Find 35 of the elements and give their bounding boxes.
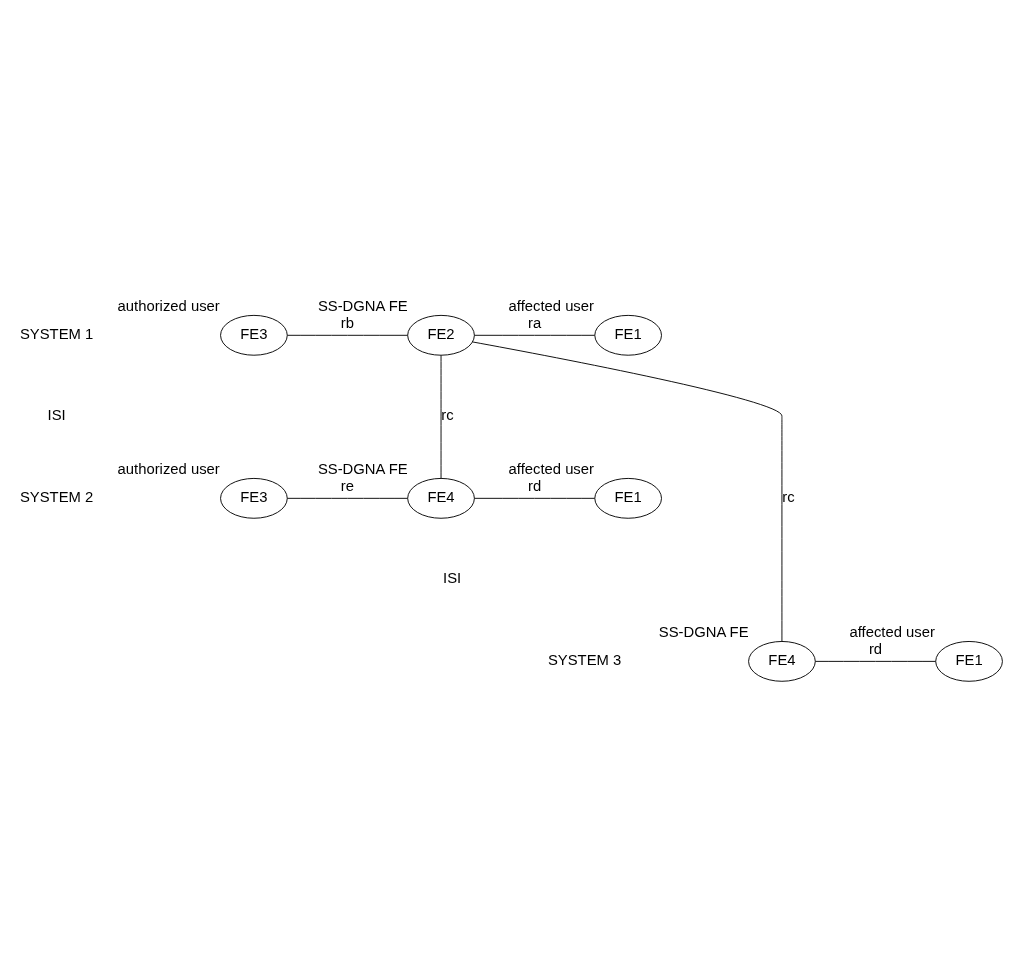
node-label: SS-DGNA FE [658, 623, 749, 640]
label: SYSTEM 2 [19, 488, 94, 505]
connector [814, 660, 937, 662]
node-ellipse: FE1 [935, 641, 1003, 682]
node-label: affected user [849, 623, 935, 640]
node-ellipse: FE3 [220, 477, 288, 519]
node-ellipse: FE2 [407, 314, 475, 356]
label: ISI [443, 570, 462, 587]
node-ellipse: FE3 [220, 314, 288, 356]
edge-label: rb [340, 314, 355, 331]
edge-label: rd [868, 640, 883, 657]
connector [440, 354, 442, 479]
connector [472, 341, 783, 642]
edge-label: rc [441, 407, 454, 424]
node-ellipse: FE1 [594, 477, 662, 519]
node-label: authorized user [117, 460, 220, 477]
label: ISI [47, 407, 66, 424]
node-ellipse: FE4 [407, 477, 475, 519]
node-ellipse: FE4 [748, 641, 816, 682]
label: SYSTEM 3 [547, 651, 622, 668]
connector [286, 497, 408, 499]
node-label: SS-DGNA FE [317, 297, 408, 314]
node-label: authorized user [117, 297, 220, 314]
node-ellipse: FE1 [594, 314, 662, 356]
node-label: affected user [508, 460, 594, 477]
connector [286, 334, 408, 336]
connector [474, 334, 596, 336]
connector [474, 497, 596, 499]
edge-label: re [340, 477, 355, 494]
node-label: affected user [508, 297, 594, 314]
edge-label: ra [528, 314, 542, 331]
edge-label: rd [528, 477, 542, 494]
label: SYSTEM 1 [19, 325, 94, 342]
node-label: SS-DGNA FE [317, 460, 408, 477]
edge-label: rc [782, 488, 795, 505]
